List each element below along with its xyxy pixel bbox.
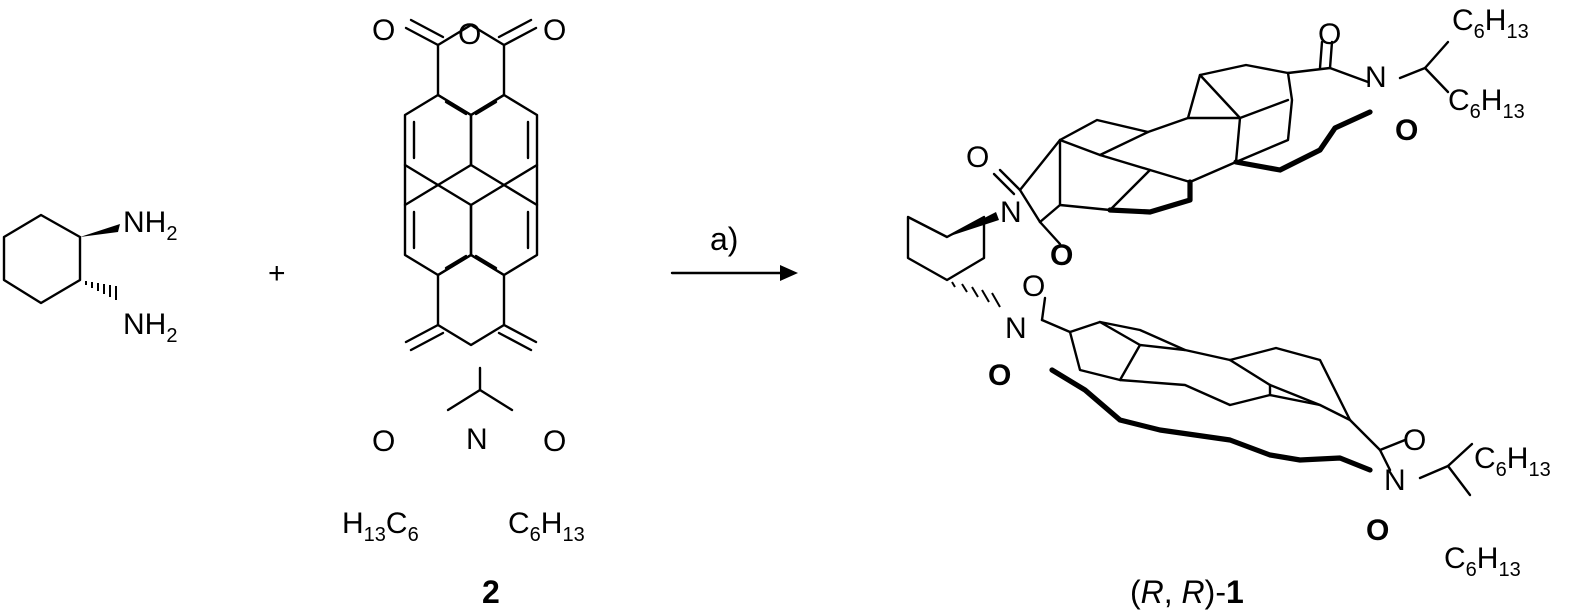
cyclohexanediamine-structure: NH2 NH2 [2,206,177,347]
wedge-bond [947,212,999,237]
carbonyl-oxygen: O [372,14,395,47]
product-imide-nitrogen: N [1005,312,1027,345]
product-imide-nitrogen: N [1000,196,1022,229]
product-carbonyl-oxygen: O [988,359,1011,392]
alkyl-right-label: C6H13 [508,507,585,546]
compound-2-label: 2 [482,574,500,610]
product-carbonyl-oxygen: O [1050,239,1073,272]
reaction-condition: a) [710,221,738,257]
compound-1-label: (R, R)-1 [1130,574,1244,610]
product-structure: N N N N O O O O O O O O C6H13 C6H13 C6H1… [906,4,1551,610]
amine-bottom-label: NH2 [123,308,177,347]
lower-perylene-unit [1040,296,1474,497]
product-carbonyl-oxygen: O [1366,514,1389,547]
hexyl-chain-label: C6H13 [1452,4,1529,43]
hexyl-chain-label: C6H13 [1444,542,1521,581]
carbonyl-oxygen: O [543,14,566,47]
alkyl-left-label: H13C6 [342,507,419,546]
carbonyl-oxygen: O [372,425,395,458]
product-carbonyl-oxygen: O [1395,114,1418,147]
product-imide-nitrogen: N [1384,464,1406,497]
amine-top-label: NH2 [123,206,177,245]
hexyl-chain-label: C6H13 [1474,442,1551,481]
product-carbonyl-oxygen: O [966,141,989,174]
aromatic-double-bonds [412,100,530,270]
imide-nitrogen: N [466,423,488,456]
ring-oxygen: O [458,18,481,51]
perylene-anhydride-structure: O O O O O N H13C6 C6H13 2 [342,14,585,610]
product-carbonyl-oxygen: O [1022,270,1045,303]
plus-sign: + [268,257,286,290]
carbonyl-oxygen: O [543,425,566,458]
wedge-bond [80,224,120,237]
hashed-bond [951,281,1001,308]
hashed-bond [85,281,117,300]
reaction-arrow: a) [670,221,798,281]
product-carbonyl-oxygen: O [1318,18,1341,51]
product-carbonyl-oxygen: O [1403,424,1426,457]
product-imide-nitrogen: N [1365,61,1387,94]
upper-perylene-unit [992,40,1450,246]
hexyl-chain-label: C6H13 [1448,84,1525,123]
